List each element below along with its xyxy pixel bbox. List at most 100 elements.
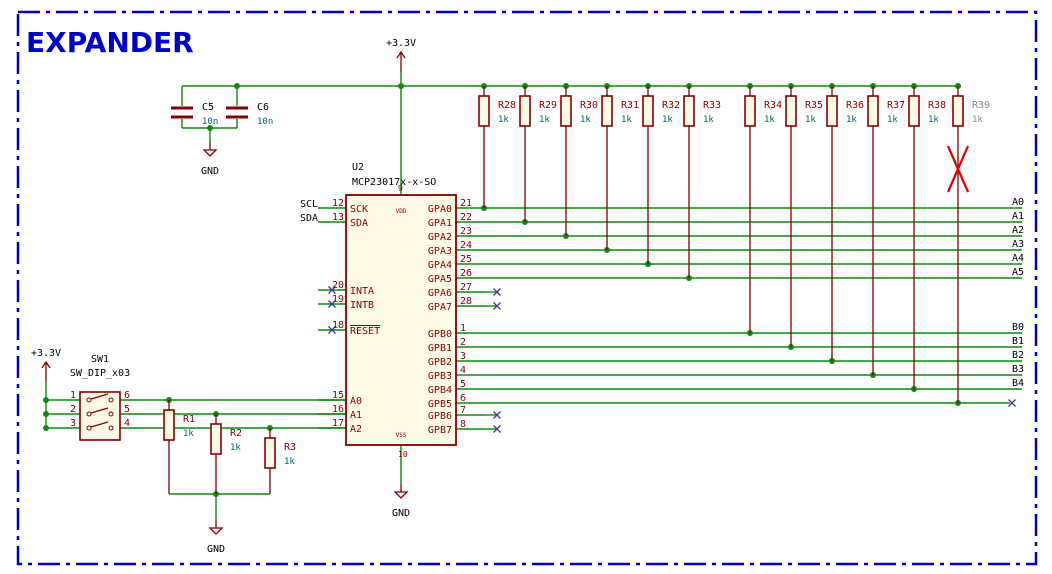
cap-value: 10n	[257, 117, 273, 127]
pullup-resistor-value: 1k	[621, 115, 632, 125]
pullup-resistor-body	[478, 95, 490, 127]
chip-left-pin-name: SCK	[350, 204, 368, 215]
junction-dot	[398, 83, 404, 89]
pullup-resistor-body	[744, 95, 756, 127]
pullup-resistor-ref: R31	[621, 100, 639, 111]
chip-right-pin-number: 28	[460, 296, 472, 307]
pullup-resistor-value: 1k	[498, 115, 509, 125]
pulldown-resistor-value: 1k	[284, 457, 295, 467]
switch-contact	[86, 425, 92, 431]
pullup-resistor-body	[826, 95, 838, 127]
output-net-label: A4	[1012, 253, 1024, 264]
no-connect-mark	[1008, 399, 1016, 407]
no-connect-mark	[493, 411, 501, 419]
chip-right-pin-number: 21	[460, 198, 472, 209]
chip-right-pin-number: 27	[460, 282, 472, 293]
pulldown-resistor-ref: R3	[284, 442, 296, 453]
no-connect-mark	[328, 286, 336, 294]
vcc-left-symbol	[41, 360, 51, 382]
chip-right-pin-name: GPA7	[428, 302, 452, 313]
pullup-resistor-body	[908, 95, 920, 127]
chip-vdd-label: VDD	[396, 208, 407, 215]
pullup-resistor-value: 1k	[972, 115, 983, 125]
chip-left-pin-number: 18	[332, 320, 344, 331]
net-sda: SDA	[300, 213, 318, 224]
switch-ref: SW1	[91, 354, 109, 365]
pullup-resistor-value: 1k	[887, 115, 898, 125]
switch-lever	[90, 407, 109, 414]
gnd-chip-symbol	[393, 484, 409, 499]
chip-right-pin-number: 24	[460, 240, 472, 251]
pullup-resistor-value: 1k	[703, 115, 714, 125]
chip-vdd-pin: 9	[398, 184, 403, 193]
no-connect-mark	[328, 300, 336, 308]
chip-right-pin-name: GPA0	[428, 204, 452, 215]
pullup-resistor-body	[560, 95, 572, 127]
no-connect-mark	[328, 326, 336, 334]
chip-left-pin-number: 15	[332, 390, 344, 401]
cap-value: 10n	[202, 117, 218, 127]
gnd-chip-symbol-label: GND	[392, 508, 410, 519]
pullup-resistor-value: 1k	[580, 115, 591, 125]
pullup-resistor-body	[601, 95, 613, 127]
chip-right-pin-name: GPB7	[428, 425, 452, 436]
switch-contact	[108, 411, 114, 417]
wires	[45, 72, 1022, 520]
junction-dot	[43, 411, 49, 417]
pulldown-resistor-ref: R2	[230, 428, 242, 439]
junction-dot	[234, 83, 240, 89]
switch-value: SW_DIP_x03	[70, 368, 130, 379]
chip-left-pin-number: 20	[332, 280, 344, 291]
no-connect-mark	[493, 288, 501, 296]
output-net-label: B1	[1012, 336, 1024, 347]
cap-ref: C5	[202, 102, 214, 113]
chip-right-pin-number: 8	[460, 419, 466, 430]
pulldown-resistor-value: 1k	[230, 443, 241, 453]
vcc-left-symbol-label: +3.3V	[31, 348, 61, 359]
pullup-resistor-value: 1k	[846, 115, 857, 125]
chip-right-pin-number: 6	[460, 393, 466, 404]
chip-right-pin-number: 22	[460, 212, 472, 223]
chip-right-pin-number: 1	[460, 323, 466, 334]
chip-left-pin-name: A0	[350, 396, 362, 407]
chip-right-pin-name: GPB5	[428, 399, 452, 410]
junction-dot	[43, 425, 49, 431]
output-net-label: A0	[1012, 197, 1024, 208]
gnd-res-symbol-label: GND	[207, 544, 225, 555]
junction-dot	[207, 125, 213, 131]
net-scl: SCL	[300, 199, 318, 210]
chip-right-pin-name: GPB2	[428, 357, 452, 368]
chip-right-pin-name: GPB3	[428, 371, 452, 382]
pullup-resistor-body	[785, 95, 797, 127]
pullup-resistor-body	[952, 95, 964, 127]
pullup-resistor-value: 1k	[928, 115, 939, 125]
chip-left-pin-name: A1	[350, 410, 362, 421]
pullup-resistor-ref: R38	[928, 100, 946, 111]
output-net-label: B3	[1012, 364, 1024, 375]
output-net-label: A1	[1012, 211, 1024, 222]
pulldown-resistor-body	[210, 423, 222, 455]
pullup-resistor-body	[642, 95, 654, 127]
output-net-label: B4	[1012, 378, 1024, 389]
pullup-resistor-ref: R33	[703, 100, 721, 111]
chip-left-pin-name: A2	[350, 424, 362, 435]
pullup-resistor-ref: R37	[887, 100, 905, 111]
chip-left-pin-number: 13	[332, 212, 344, 223]
pullup-resistor-value: 1k	[662, 115, 673, 125]
gnd-caps-symbol-label: GND	[201, 166, 219, 177]
chip-value: MCP23017x-x-SO	[352, 177, 436, 188]
switch-contact	[108, 397, 114, 403]
pullup-resistor-value: 1k	[539, 115, 550, 125]
chip-right-pin-name: GPB1	[428, 343, 452, 354]
cap-ref: C6	[257, 102, 269, 113]
chip-vss-pin: 10	[398, 450, 408, 459]
pullup-resistor-ref: R32	[662, 100, 680, 111]
chip-vss-label: VSS	[396, 432, 407, 439]
gnd-res-symbol	[208, 520, 224, 535]
pullup-resistor-body	[867, 95, 879, 127]
chip-right-pin-name: GPB4	[428, 385, 452, 396]
chip-right-pin-number: 2	[460, 337, 466, 348]
chip-right-pin-name: GPA3	[428, 246, 452, 257]
